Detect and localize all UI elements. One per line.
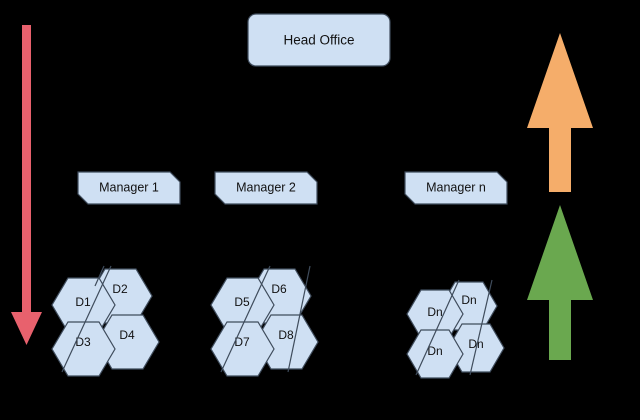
hex-d5-label: D5	[234, 295, 250, 309]
manager-1-label: Manager 1	[99, 180, 159, 194]
cluster-n-slash-b	[469, 279, 493, 376]
hex-d1-label: D1	[75, 295, 91, 309]
cluster-1-slash-a	[61, 265, 112, 373]
manager-n-label: Manager n	[426, 180, 486, 194]
cluster-2-slash-b	[287, 265, 311, 373]
hex-dn-1-label: Dn	[427, 305, 442, 319]
hex-dn-3[interactable]: Dn	[406, 329, 464, 379]
manager-2-label: Manager 2	[236, 180, 296, 194]
hex-d7[interactable]: D7	[210, 321, 275, 377]
arrow-up-green	[527, 205, 593, 360]
arrow-down-red	[11, 25, 42, 345]
manager-2-node[interactable]: Manager 2	[214, 171, 318, 205]
cluster-n-slash-a	[415, 279, 460, 376]
manager-1-node[interactable]: Manager 1	[77, 171, 181, 205]
cluster-n: Dn Dn Dn Dn	[406, 279, 505, 379]
manager-n-node[interactable]: Manager n	[404, 171, 508, 205]
hex-d2-label: D2	[112, 282, 128, 296]
cluster-1: D2 D1 D4 D3	[51, 265, 160, 377]
head-office-node[interactable]: Head Office	[247, 13, 391, 67]
hex-d3-label: D3	[75, 335, 91, 349]
cluster-2: D6 D5 D8 D7	[210, 265, 319, 377]
hex-d6-label: D6	[271, 282, 287, 296]
cluster-1-slash-b	[94, 265, 105, 287]
head-office-label: Head Office	[283, 33, 354, 48]
hex-dn-4-label: Dn	[468, 337, 483, 351]
hex-dn-3-label: Dn	[427, 344, 442, 358]
hex-dn-2-label: Dn	[461, 293, 476, 307]
cluster-2-slash-a	[220, 265, 271, 373]
hex-d4-label: D4	[119, 328, 135, 342]
hex-d7-label: D7	[234, 335, 250, 349]
arrow-up-orange	[527, 33, 593, 192]
hex-d8-label: D8	[278, 328, 294, 342]
hex-d3[interactable]: D3	[51, 321, 116, 377]
